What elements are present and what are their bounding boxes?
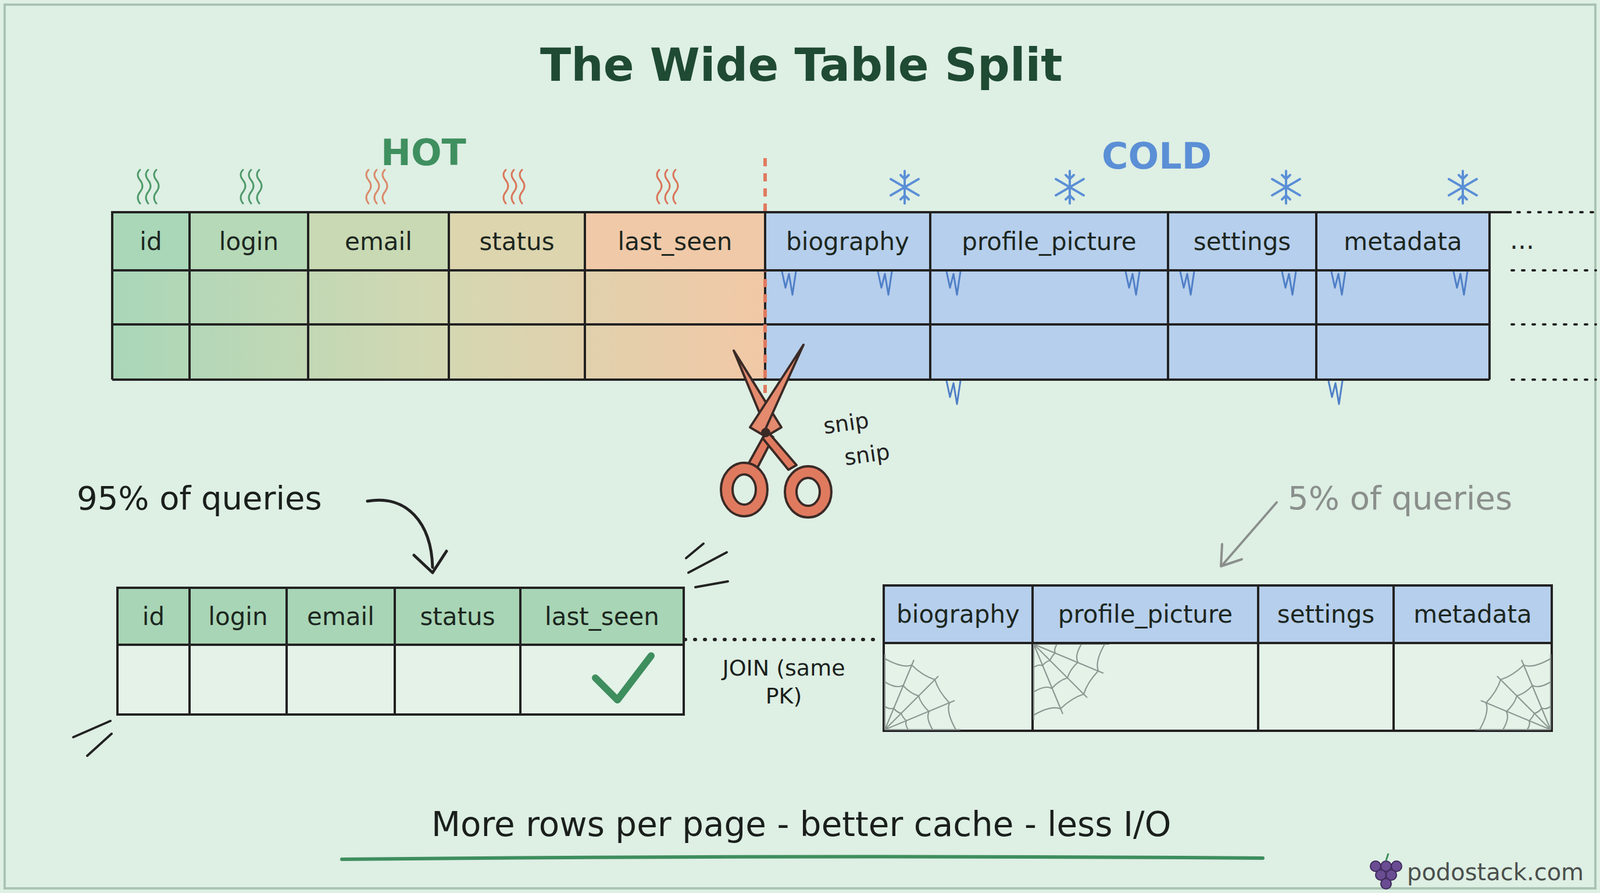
scissors [720, 344, 832, 518]
table-header-cell: email [306, 211, 450, 272]
table-header-cell: status [447, 211, 587, 272]
table-header-cell: settings [1166, 211, 1318, 272]
table-header-cell: login [188, 586, 288, 646]
cobwebs [884, 644, 1551, 730]
join-connector [684, 637, 883, 642]
column-name: status [419, 602, 495, 631]
column-name: biography [896, 600, 1020, 629]
column-name: last_seen [618, 227, 733, 256]
connector-label: JOIN (same PK) [716, 654, 851, 710]
annotation-label: snip [821, 407, 871, 440]
table-header-cell: profile_picture [1031, 584, 1260, 645]
title: The Wide Table Split [540, 38, 1063, 92]
column-name: metadata [1413, 600, 1532, 629]
column-name: login [208, 602, 268, 631]
annotation-label: podostack.com [1406, 858, 1584, 886]
table-header-cell: metadata [1392, 584, 1553, 645]
caption-underline [341, 856, 1263, 860]
caption: More rows per page - better cache - less… [431, 804, 1171, 845]
table-header-cell: biography [763, 211, 932, 272]
table-header-cell: status [393, 586, 522, 646]
column-name: profile_picture [1058, 600, 1233, 629]
checkmark [595, 655, 652, 700]
annotation-label: snip [842, 438, 892, 471]
annotation-label: HOT [380, 131, 467, 174]
heat-squiggles [137, 169, 678, 204]
column-name: settings [1193, 227, 1292, 256]
column-name: last_seen [544, 602, 660, 631]
table-header-cell: login [188, 211, 310, 272]
annotation-label: 5% of queries [1287, 479, 1513, 517]
table-header-cell: id [116, 586, 191, 646]
frame [4, 4, 1596, 889]
arrowhead [1220, 544, 1242, 567]
table-header-cell: email [285, 586, 396, 646]
table-header-cell: biography [882, 584, 1034, 645]
column-name: email [306, 602, 375, 631]
table-header-cell: last_seen [519, 586, 685, 646]
cold-table-body [883, 643, 1552, 731]
table-header-cell: profile_picture [929, 211, 1170, 272]
annotation-label: 95% of queries [76, 479, 323, 517]
table-header-cell: metadata [1315, 211, 1491, 272]
column-name: id [139, 227, 162, 256]
icicles [781, 271, 1468, 405]
callout-arrow [1223, 502, 1277, 564]
table-header-cell: last_seen [583, 211, 767, 272]
grapes-logo [1370, 853, 1402, 889]
cut-line [763, 158, 767, 407]
column-name: status [479, 227, 555, 256]
arrowhead [413, 551, 447, 573]
speed-lines [73, 543, 728, 756]
annotation-label: ... [1509, 225, 1535, 255]
column-name: profile_picture [961, 227, 1137, 256]
column-name: metadata [1343, 227, 1463, 256]
annotation-label: COLD [1101, 134, 1212, 178]
table-header-cell: settings [1256, 584, 1395, 645]
callout-arrow [367, 500, 433, 568]
table-header-cell: id [111, 211, 191, 272]
column-name: email [344, 227, 413, 256]
column-name: settings [1277, 600, 1375, 629]
column-name: login [219, 227, 279, 256]
column-name: id [142, 602, 165, 631]
hot-table-body [117, 644, 684, 715]
column-name: biography [786, 227, 910, 256]
